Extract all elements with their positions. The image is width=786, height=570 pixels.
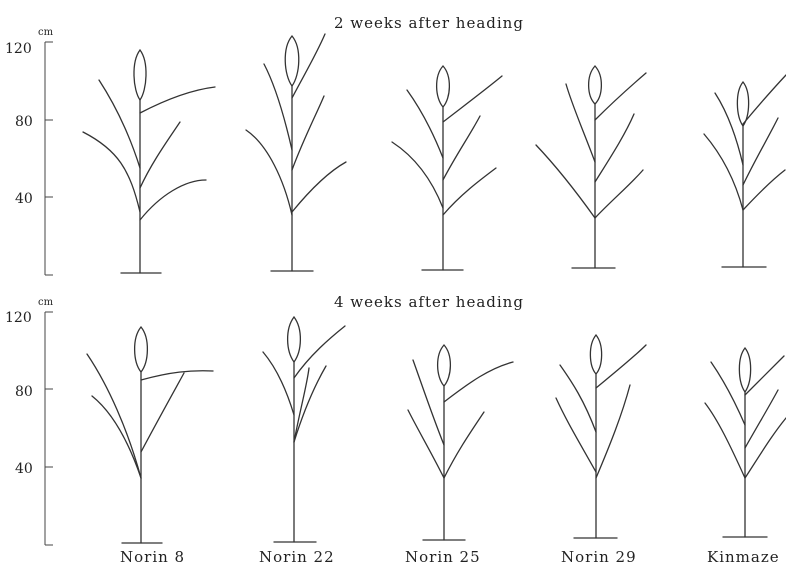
variety-label: Norin 29 xyxy=(561,548,637,566)
leaf xyxy=(443,76,502,122)
panel-2-weeks: 2 weeks after heading cm 120 80 40 xyxy=(5,14,786,275)
leaf xyxy=(443,116,480,180)
leaf xyxy=(745,418,786,478)
leaf xyxy=(556,398,596,472)
leaf xyxy=(292,96,324,170)
leaf xyxy=(443,168,496,215)
leaf xyxy=(596,345,646,388)
panel-4-weeks: 4 weeks after heading cm 120 80 40 xyxy=(5,293,786,545)
plant-norin-8 xyxy=(87,327,213,543)
leaf xyxy=(140,122,180,188)
leaf xyxy=(392,142,443,208)
leaf xyxy=(140,180,206,220)
leaf xyxy=(408,410,444,478)
ear xyxy=(438,345,451,386)
variety-label: Norin 22 xyxy=(259,548,335,566)
ear xyxy=(288,317,301,362)
leaf xyxy=(444,362,513,402)
plant-norin-29 xyxy=(556,335,646,538)
leaf xyxy=(246,130,292,215)
plant-norin-22 xyxy=(246,34,346,271)
leaf xyxy=(745,390,778,448)
leaf xyxy=(705,403,745,478)
leaf xyxy=(99,80,140,168)
ear xyxy=(285,36,299,86)
panel-title: 4 weeks after heading xyxy=(334,293,524,311)
plant-norin-25 xyxy=(408,345,513,540)
ear xyxy=(437,66,450,107)
leaf xyxy=(704,134,743,210)
y-tick-label: 40 xyxy=(15,461,33,477)
leaf xyxy=(141,373,184,452)
y-tick-label: 120 xyxy=(5,310,32,326)
leaf xyxy=(141,371,213,380)
ear xyxy=(590,335,601,374)
leaf xyxy=(294,366,326,442)
leaf xyxy=(743,75,786,124)
variety-labels: Norin 8 Norin 22 Norin 25 Norin 29 Kinma… xyxy=(120,548,780,566)
variety-label: Norin 25 xyxy=(405,548,481,566)
ear xyxy=(135,327,148,372)
leaf xyxy=(595,170,643,218)
leaf xyxy=(407,90,443,158)
leaf xyxy=(743,118,778,185)
leaf xyxy=(87,354,141,478)
leaf xyxy=(294,326,345,378)
panel-title: 2 weeks after heading xyxy=(334,14,524,32)
leaf xyxy=(595,114,634,182)
leaf xyxy=(743,170,785,210)
leaf xyxy=(595,73,646,120)
y-tick-label: 80 xyxy=(15,114,33,130)
variety-label: Kinmaze xyxy=(707,548,780,566)
y-axis-unit: cm xyxy=(38,297,54,308)
y-axis-unit: cm xyxy=(38,27,54,38)
leaf xyxy=(596,385,630,478)
ear xyxy=(739,348,750,392)
ear xyxy=(589,66,602,104)
plant-norin-25 xyxy=(392,66,502,270)
plant-norin-22 xyxy=(263,317,345,542)
leaf xyxy=(263,352,294,415)
plant-kinmaze xyxy=(704,75,786,267)
plant-norin-29 xyxy=(536,66,646,268)
plant-norin-8 xyxy=(83,50,215,273)
y-tick-label: 80 xyxy=(15,384,33,400)
y-tick-label: 40 xyxy=(15,191,33,207)
ear xyxy=(134,50,146,100)
plant-kinmaze xyxy=(705,348,786,537)
y-tick-label: 120 xyxy=(5,41,32,57)
leaf xyxy=(560,365,596,432)
variety-label: Norin 8 xyxy=(120,548,185,566)
leaf xyxy=(140,87,215,113)
leaf xyxy=(444,412,484,478)
leaf xyxy=(536,145,595,218)
leaf xyxy=(292,162,346,212)
